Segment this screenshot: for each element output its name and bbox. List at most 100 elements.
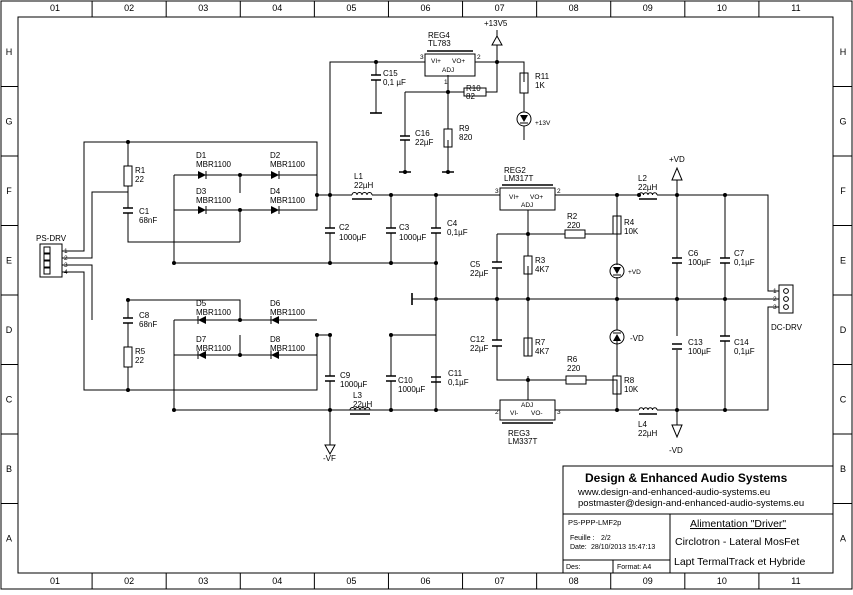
c11-body <box>431 376 441 383</box>
grid-column-label: 10 <box>717 3 727 13</box>
reg3-vo-minus: VO- <box>531 410 543 417</box>
title-website: www.design-and-enhanced-audio-systems.eu <box>577 487 770 498</box>
d5-symbol <box>197 316 206 324</box>
d3-value: MBR1100 <box>196 196 232 205</box>
d8-ref: D8 <box>270 335 281 344</box>
junction-dot <box>723 297 727 301</box>
reg4-vo-plus: VO+ <box>452 58 465 65</box>
power-flags <box>324 30 683 456</box>
grid-column-label: 08 <box>569 576 579 586</box>
c15-ref: C15 <box>383 69 398 78</box>
junction-dots <box>126 60 727 412</box>
junction-dot <box>675 193 679 197</box>
junction-dot <box>238 318 242 322</box>
c4-ref: C4 <box>447 219 458 228</box>
led-vd-plus <box>609 263 625 279</box>
title-designer-label: Des: <box>566 564 580 571</box>
grid-row-label: C <box>6 394 13 404</box>
c5-ref: C5 <box>470 260 481 269</box>
d6-value: MBR1100 <box>270 308 306 317</box>
junction-dot <box>615 297 619 301</box>
r10-body <box>463 87 487 97</box>
net-13v: +13V <box>535 120 551 127</box>
grid-column-label: 11 <box>791 3 800 13</box>
reg4-value: TL783 <box>428 39 451 48</box>
dc-drv-pin-3: 3 <box>773 304 777 311</box>
d2-symbol <box>271 171 280 179</box>
grid-column-label: 07 <box>495 576 505 586</box>
title-date-label: Date: <box>570 544 587 551</box>
junction-dot <box>172 408 176 412</box>
ps-drv-label: PS-DRV <box>36 234 67 243</box>
r3-value: 4K7 <box>535 265 550 274</box>
grid-column-label: 03 <box>198 3 208 13</box>
reg4-pin-2: 2 <box>477 54 481 61</box>
c9-body <box>325 375 335 382</box>
grid-column-label: 09 <box>643 576 653 586</box>
junction-dot <box>328 193 332 197</box>
c8-ref: C8 <box>139 311 150 320</box>
c7-value: 0,1µF <box>734 258 755 267</box>
l1-ref: L1 <box>354 172 363 181</box>
r1-body <box>123 165 133 187</box>
title-date-value: 28/10/2013 15:47:13 <box>591 544 655 551</box>
reg3-pin-2: 2 <box>495 409 499 416</box>
title-block: Design & Enhanced Audio Systems www.desi… <box>562 465 834 574</box>
reg3-ref: REG3 <box>508 429 530 438</box>
grid-column-label: 04 <box>272 576 282 586</box>
c10-body <box>386 375 396 382</box>
junction-dot <box>238 208 242 212</box>
grid-column-label: 08 <box>569 3 579 13</box>
c13-ref: C13 <box>688 338 703 347</box>
title-email: postmaster@design-and-enhanced-audio-sys… <box>578 498 804 509</box>
r3-ref: R3 <box>535 256 546 265</box>
grid-column-label: 04 <box>272 3 282 13</box>
led-13v <box>516 111 532 127</box>
r1-value: 22 <box>135 175 144 184</box>
reg4-body <box>424 50 476 77</box>
v13v5-flag <box>491 30 503 46</box>
reg3-pin-3: 3 <box>557 409 561 416</box>
l2-coil <box>638 192 658 196</box>
title-company: Design & Enhanced Audio Systems <box>585 471 788 485</box>
r11-ref: R11 <box>535 72 550 81</box>
l3-value: 22µH <box>353 400 373 409</box>
r7-value: 4K7 <box>535 347 550 356</box>
d5-ref: D5 <box>196 299 207 308</box>
junction-dot <box>238 353 242 357</box>
c9-ref: C9 <box>340 371 351 380</box>
c3-value: 1000µF <box>399 233 426 242</box>
junction-dot <box>434 297 438 301</box>
grid-column-label: 01 <box>50 3 60 13</box>
d5-value: MBR1100 <box>196 308 232 317</box>
title-sheet-label: Feuille : <box>570 535 595 542</box>
net-vd-plus: +VD <box>669 155 685 164</box>
d1-ref: D1 <box>196 151 207 160</box>
resistors <box>123 72 622 395</box>
r4-value: 10K <box>624 227 639 236</box>
diodes <box>197 171 280 359</box>
grid-row-label: D <box>6 325 13 335</box>
junction-dot <box>495 297 499 301</box>
reg3-adj: ADJ <box>521 402 533 409</box>
c12-body <box>492 339 502 347</box>
d7-value: MBR1100 <box>196 344 232 353</box>
c14-body <box>720 335 730 342</box>
reg2-body <box>499 184 556 211</box>
l2-ref: L2 <box>638 174 647 183</box>
junction-dot <box>434 193 438 197</box>
junction-dot <box>238 173 242 177</box>
title-subtitle-1: Circlotron - Lateral MosFet <box>675 536 799 548</box>
d2-value: MBR1100 <box>270 160 306 169</box>
ps-drv-pin-3: 3 <box>64 262 68 269</box>
grid-labels: 0101020203030404050506060707080809091010… <box>5 3 846 586</box>
grid-row-label: B <box>6 464 12 474</box>
ps-drv-pin-1: 1 <box>64 248 68 255</box>
junction-dot <box>328 333 332 337</box>
junction-dot <box>389 333 393 337</box>
r1-ref: R1 <box>135 166 146 175</box>
vd-plus-flag <box>671 166 683 181</box>
r2-value: 220 <box>567 221 581 230</box>
grid-row-label: A <box>6 533 12 543</box>
